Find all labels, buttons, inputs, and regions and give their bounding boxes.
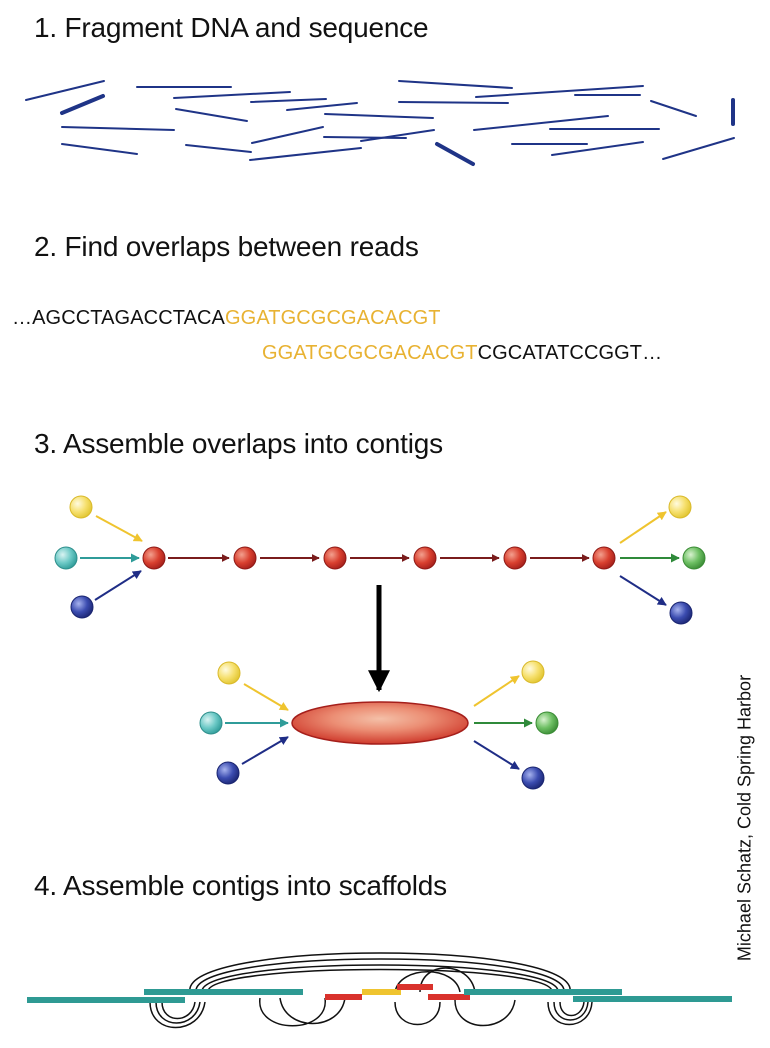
read-node-blue bbox=[70, 595, 94, 619]
read-node-yellow bbox=[69, 495, 93, 519]
read-2-overlap: GGATGCGCGACACGT bbox=[262, 342, 478, 364]
read-node-yellow bbox=[668, 495, 692, 519]
read-fragment bbox=[323, 136, 407, 139]
read-node-blue bbox=[669, 601, 693, 625]
read-node-red bbox=[413, 546, 437, 570]
read-fragment bbox=[551, 141, 644, 156]
read-node-red bbox=[503, 546, 527, 570]
read-fragment bbox=[398, 101, 509, 104]
overlap-graph bbox=[54, 495, 706, 625]
edge-arrow bbox=[619, 511, 667, 544]
edge-arrow bbox=[473, 675, 520, 707]
read-fragment bbox=[650, 100, 697, 117]
read-1-overlap: GGATGCGCGACACGT bbox=[225, 307, 441, 329]
step-4-title: 4. Assemble contigs into scaffolds bbox=[34, 870, 447, 901]
read-fragment bbox=[360, 129, 435, 142]
read-node-yellow bbox=[521, 660, 545, 684]
read-fragment bbox=[435, 142, 475, 166]
read-node-green bbox=[535, 711, 559, 735]
edge-arrow bbox=[241, 736, 289, 765]
read-node-red bbox=[592, 546, 616, 570]
read-node-green bbox=[682, 546, 706, 570]
read-2-sequence: GGATGCGCGACACGTCGCATATCCGGT… bbox=[262, 342, 662, 365]
read-node-yellow bbox=[217, 661, 241, 685]
read-1-prefix: …AGCCTAGACCTACA bbox=[12, 307, 225, 329]
edge-arrow bbox=[473, 740, 520, 770]
read-node-red bbox=[142, 546, 166, 570]
read-fragment bbox=[61, 126, 175, 131]
read-fragment bbox=[61, 143, 138, 155]
step-3-title: 3. Assemble overlaps into contigs bbox=[34, 428, 443, 459]
read-fragment bbox=[25, 80, 105, 101]
read-node-red bbox=[323, 546, 347, 570]
contig-node bbox=[291, 701, 469, 745]
read-fragment bbox=[60, 94, 105, 115]
read-fragment bbox=[250, 98, 327, 103]
read-fragment bbox=[173, 91, 291, 99]
edge-arrow bbox=[243, 683, 289, 711]
read-node-teal bbox=[199, 711, 223, 735]
read-fragment bbox=[475, 85, 644, 98]
step-2-title: 2. Find overlaps between reads bbox=[34, 231, 419, 262]
edge-arrow bbox=[95, 515, 143, 542]
contig-graph bbox=[199, 660, 559, 790]
read-fragment bbox=[249, 147, 362, 161]
step-1-title: 1. Fragment DNA and sequence bbox=[34, 12, 429, 43]
read-fragment bbox=[662, 137, 735, 160]
edge-arrow bbox=[619, 575, 667, 606]
edge-arrow bbox=[94, 570, 142, 601]
read-fragment bbox=[185, 144, 252, 153]
scaffold-diagram bbox=[27, 952, 732, 1029]
read-fragment bbox=[473, 115, 609, 131]
read-1-sequence: …AGCCTAGACCTACAGGATGCGCGACACGT bbox=[12, 307, 441, 330]
read-fragment bbox=[175, 108, 248, 122]
read-node-red bbox=[233, 546, 257, 570]
read-fragment bbox=[251, 126, 324, 144]
read-node-blue bbox=[216, 761, 240, 785]
read-node-blue bbox=[521, 766, 545, 790]
read-2-suffix: CGCATATCCGGT… bbox=[477, 342, 663, 364]
read-fragment bbox=[324, 113, 434, 119]
read-fragment bbox=[398, 80, 513, 89]
sequencing-reads bbox=[25, 80, 735, 166]
mate-pair-links bbox=[149, 952, 593, 1029]
read-node-teal bbox=[54, 546, 78, 570]
read-fragment bbox=[286, 102, 358, 111]
